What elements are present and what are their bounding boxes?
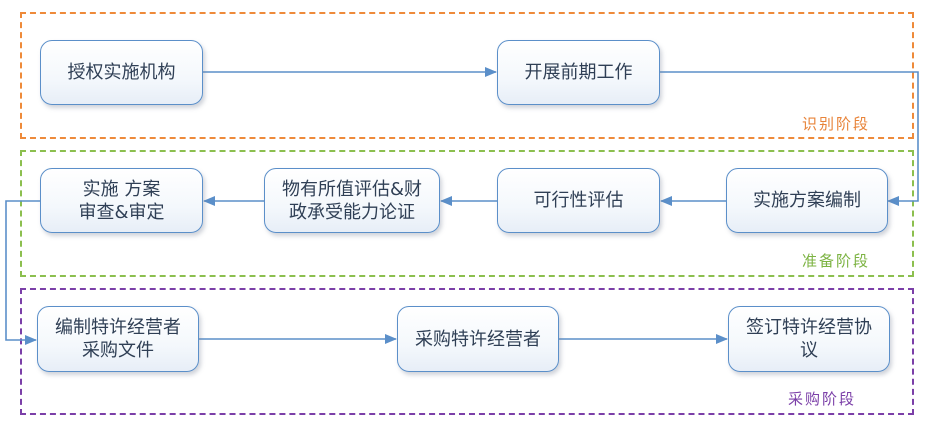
arrow-review-to-docs	[5, 200, 40, 345]
node-plan-preparation: 实施方案编制	[726, 168, 888, 233]
node-plan-review-approval: 实施 方案 审查&审定	[40, 168, 203, 233]
node-procurement-docs: 编制特许经营者 采购文件	[37, 306, 199, 372]
node-feasibility-assessment: 可行性评估	[497, 168, 660, 233]
node-vfm-fiscal-assessment: 物有所值评估&财 政承受能力论证	[264, 168, 440, 233]
node-preliminary-work: 开展前期工作	[497, 40, 660, 105]
node-sign-agreement: 签订特许经营协 议	[728, 306, 890, 372]
stage-identify-frame	[20, 12, 914, 139]
node-procure-operator: 采购特许经营者	[397, 306, 559, 372]
node-authorize-agency: 授权实施机构	[40, 40, 203, 105]
stage-label-prepare: 准备阶段	[802, 252, 871, 270]
stage-label-identify: 识别阶段	[802, 115, 871, 133]
arrow-preliminary-to-plan	[659, 71, 919, 206]
stage-label-procure: 采购阶段	[788, 390, 857, 408]
stage-procure-frame	[20, 288, 914, 415]
stage-prepare-frame	[20, 150, 914, 277]
